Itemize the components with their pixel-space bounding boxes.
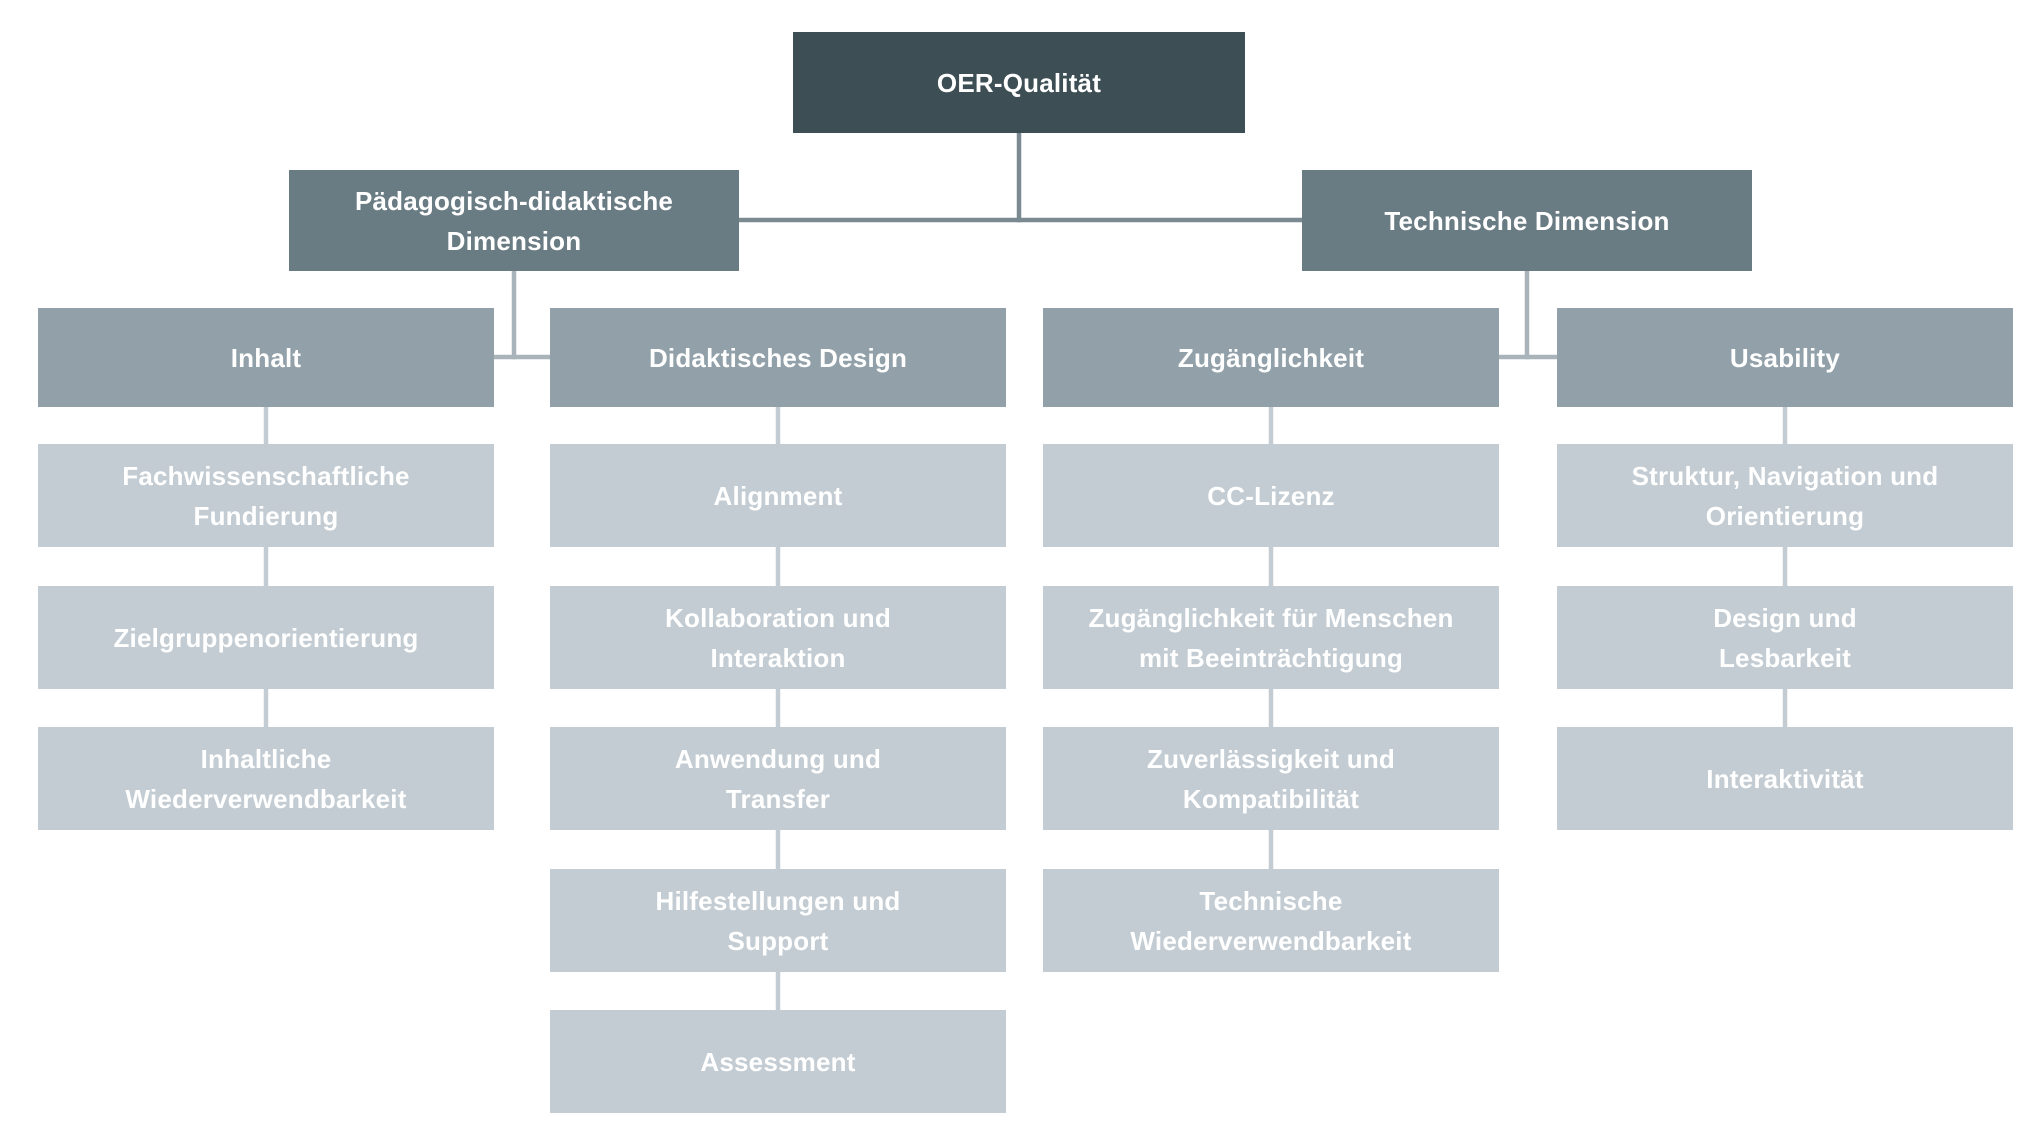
box-label-interaktivitaet: Interaktivität: [1706, 763, 1864, 794]
box-label-technische-wiederverwendbarkeit: Technische Wiederverwendbarkeit: [1130, 885, 1412, 956]
box-label-usability: Usability: [1729, 342, 1841, 373]
box-label-inhalt: Inhalt: [230, 342, 302, 373]
box-label-anwendung-und-transfer: Anwendung und Transfer: [674, 743, 882, 814]
box-label-zugaenglichkeit-fuer-menschen-mit-beeintraechtigung: Zugänglichkeit für Menschen mit Beeinträ…: [1088, 602, 1454, 673]
box-fachwissenschaftliche-fundierung: Fachwissenschaftliche Fundierung: [38, 444, 494, 547]
box-label-zielgruppenorientierung: Zielgruppenorientierung: [113, 622, 419, 653]
box-struktur-navigation-und-orientierung: Struktur, Navigation und Orientierung: [1557, 444, 2013, 547]
box-label-didaktisches-design: Didaktisches Design: [648, 342, 908, 373]
box-design-und-lesbarkeit: Design und Lesbarkeit: [1557, 586, 2013, 689]
box-paedagogisch-didaktische-dimension: Pädagogisch-didaktische Dimension: [289, 170, 739, 271]
box-anwendung-und-transfer: Anwendung und Transfer: [550, 727, 1006, 830]
box-hilfestellungen-und-support: Hilfestellungen und Support: [550, 869, 1006, 972]
box-zielgruppenorientierung: Zielgruppenorientierung: [38, 586, 494, 689]
box-label-oer-qualitaet: OER-Qualität: [936, 67, 1102, 98]
box-label-hilfestellungen-und-support: Hilfestellungen und Support: [655, 885, 901, 956]
box-label-cc-lizenz: CC-Lizenz: [1207, 480, 1335, 511]
box-zugaenglichkeit-fuer-menschen-mit-beeintraechtigung: Zugänglichkeit für Menschen mit Beeinträ…: [1043, 586, 1499, 689]
box-label-design-und-lesbarkeit: Design und Lesbarkeit: [1713, 602, 1857, 673]
box-label-zuverlaessigkeit-und-kompatibilitaet: Zuverlässigkeit und Kompatibilität: [1147, 743, 1395, 814]
box-usability: Usability: [1557, 308, 2013, 407]
box-kollaboration-und-interaktion: Kollaboration und Interaktion: [550, 586, 1006, 689]
box-oer-qualitaet: OER-Qualität: [793, 32, 1245, 133]
box-interaktivitaet: Interaktivität: [1557, 727, 2013, 830]
box-label-assessment: Assessment: [700, 1046, 856, 1077]
box-label-fachwissenschaftliche-fundierung: Fachwissenschaftliche Fundierung: [122, 460, 410, 531]
box-label-zugaenglichkeit: Zugänglichkeit: [1177, 342, 1365, 373]
box-alignment: Alignment: [550, 444, 1006, 547]
box-zugaenglichkeit: Zugänglichkeit: [1043, 308, 1499, 407]
box-label-paedagogisch-didaktische-dimension: Pädagogisch-didaktische Dimension: [354, 185, 674, 256]
box-didaktisches-design: Didaktisches Design: [550, 308, 1006, 407]
box-inhaltliche-wiederverwendbarkeit: Inhaltliche Wiederverwendbarkeit: [38, 727, 494, 830]
box-zuverlaessigkeit-und-kompatibilitaet: Zuverlässigkeit und Kompatibilität: [1043, 727, 1499, 830]
box-label-technische-dimension: Technische Dimension: [1384, 205, 1670, 236]
box-cc-lizenz: CC-Lizenz: [1043, 444, 1499, 547]
box-label-struktur-navigation-und-orientierung: Struktur, Navigation und Orientierung: [1631, 460, 1939, 531]
box-inhalt: Inhalt: [38, 308, 494, 407]
box-label-inhaltliche-wiederverwendbarkeit: Inhaltliche Wiederverwendbarkeit: [125, 743, 407, 814]
box-technische-wiederverwendbarkeit: Technische Wiederverwendbarkeit: [1043, 869, 1499, 972]
box-label-alignment: Alignment: [713, 480, 843, 511]
box-label-kollaboration-und-interaktion: Kollaboration und Interaktion: [665, 602, 891, 673]
box-technische-dimension: Technische Dimension: [1302, 170, 1752, 271]
box-assessment: Assessment: [550, 1010, 1006, 1113]
